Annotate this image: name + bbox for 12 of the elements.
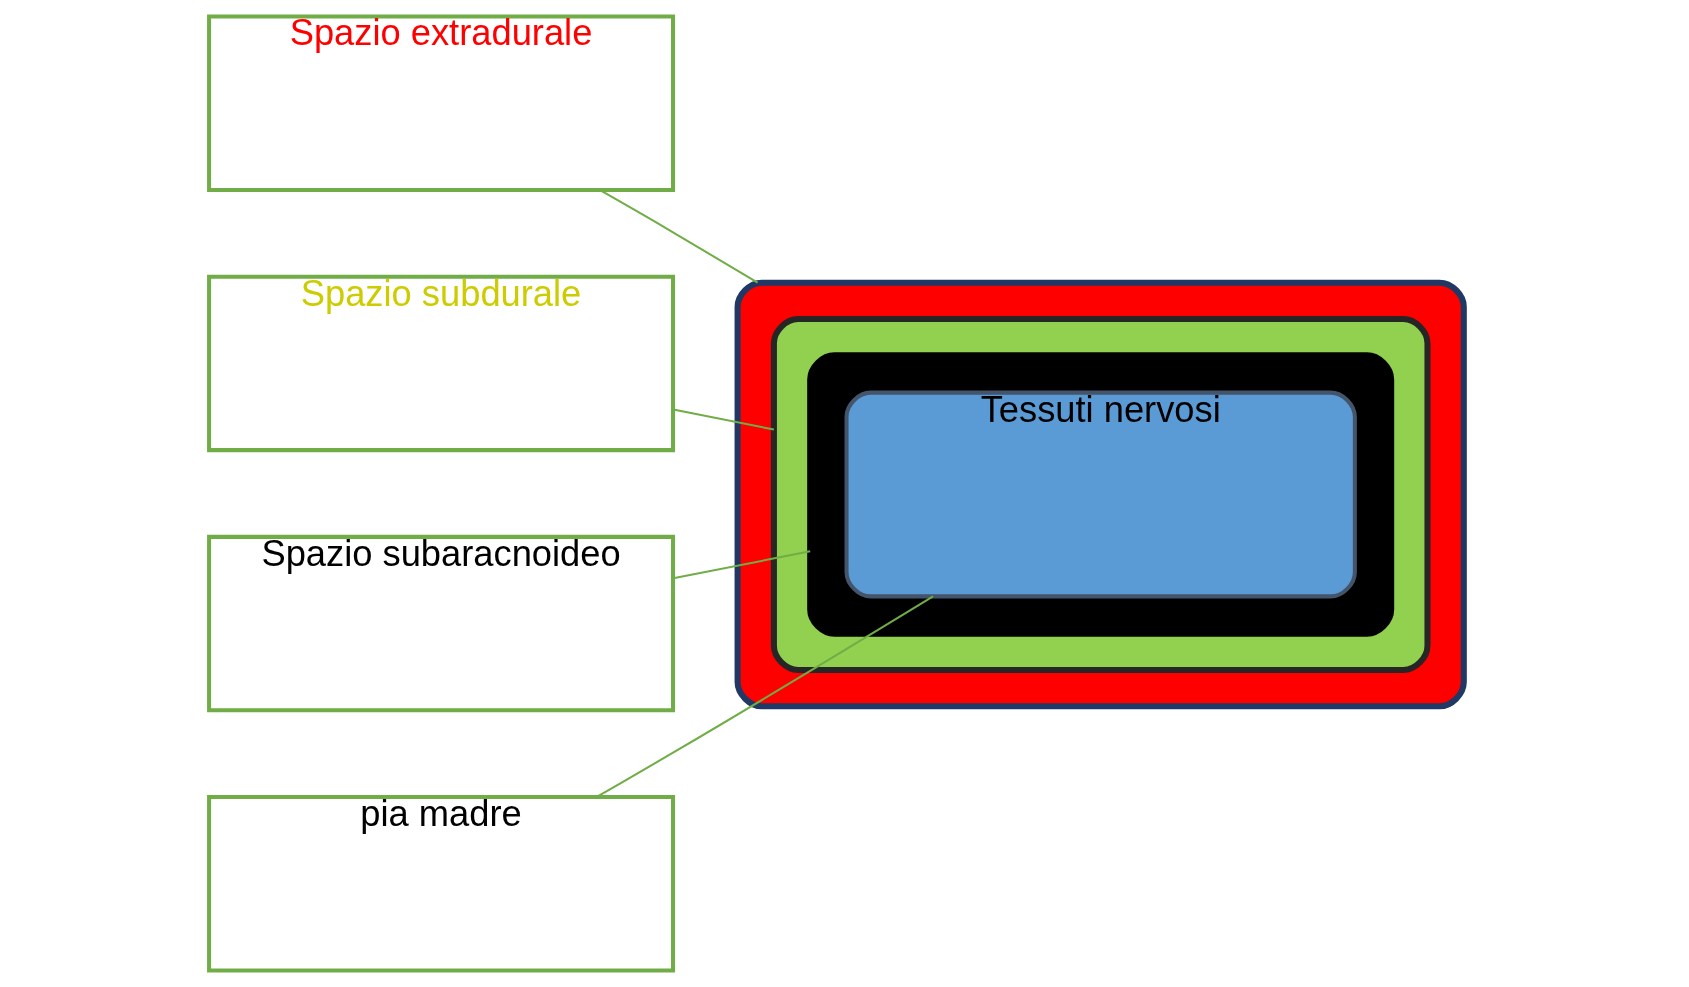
- cluster: [734, 279, 1467, 710]
- node-box: pia madre: [207, 795, 676, 973]
- node-box: Spazio extradurale: [207, 14, 676, 192]
- node-box: Spazio subdurale: [207, 274, 676, 453]
- node-box: Tessuti nervosi: [844, 390, 1357, 599]
- cluster: [770, 316, 1431, 674]
- connector: [673, 550, 811, 580]
- cluster: [807, 352, 1395, 637]
- connector: [599, 189, 759, 284]
- connector: [596, 595, 934, 798]
- connector: [673, 408, 775, 431]
- node-box: Spazio subaracnoideo: [207, 534, 676, 713]
